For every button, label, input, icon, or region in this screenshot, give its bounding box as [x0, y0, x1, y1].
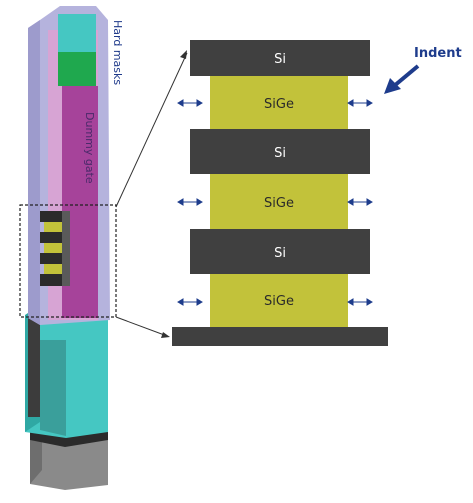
sige-layer-1: [210, 76, 348, 129]
outer-spacer-shade: [28, 20, 40, 325]
si-layer-3: [190, 229, 370, 274]
sige-layer-2-label: SiGe: [264, 196, 294, 211]
zoom-line-top-arrowhead: [180, 50, 187, 59]
si-layer-3-label: Si: [274, 246, 286, 261]
layer-stack-detail: Si SiGe Si SiGe Si SiGe: [172, 40, 388, 346]
si-layer-1: [190, 40, 370, 76]
sige-layer-1-label: SiGe: [264, 97, 294, 112]
spacer-block-shadow: [40, 340, 66, 436]
indent-arrows: [177, 99, 373, 306]
indent-label: Indent: [414, 46, 462, 61]
zoom-box: [19, 204, 117, 318]
si-layer-2-label: Si: [274, 146, 286, 161]
hard-mask-cyan: [58, 14, 96, 52]
dummy-gate-label: Dummy gate: [83, 112, 96, 184]
gate-structure-3d: Hard masks Dummy gate: [25, 6, 124, 490]
si-bottom-plate: [172, 327, 388, 346]
fin-stack-mini: [40, 211, 70, 286]
hard-masks-label: Hard masks: [111, 20, 124, 85]
zoom-line-bottom: [115, 316, 168, 337]
zoom-line-top: [115, 52, 188, 208]
substrate-base: [30, 430, 108, 490]
sige-layer-3: [210, 274, 348, 327]
sige-layer-2: [210, 174, 348, 229]
zoom-line-bottom-arrowhead: [161, 332, 170, 338]
si-layer-2: [190, 129, 370, 174]
si-layer-1-label: Si: [274, 52, 286, 67]
sige-layer-3-label: SiGe: [264, 294, 294, 309]
hard-mask-green: [58, 52, 96, 86]
indent-callout-arrow: [384, 64, 420, 94]
